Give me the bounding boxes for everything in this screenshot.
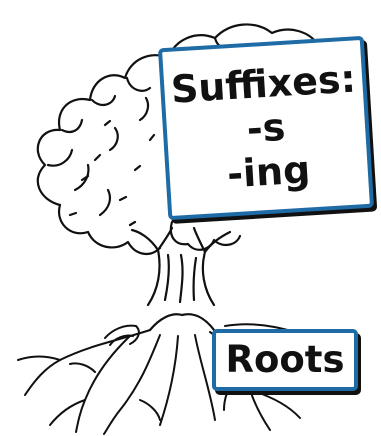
suffixes-sign: Suffixes: -s -ing	[158, 36, 374, 220]
suffix-item: -s	[245, 105, 286, 151]
suffix-item: -ing	[226, 147, 312, 196]
roots-label: Roots	[225, 340, 344, 380]
roots-sign: Roots	[212, 329, 358, 391]
suffixes-title: Suffixes:	[170, 56, 357, 111]
